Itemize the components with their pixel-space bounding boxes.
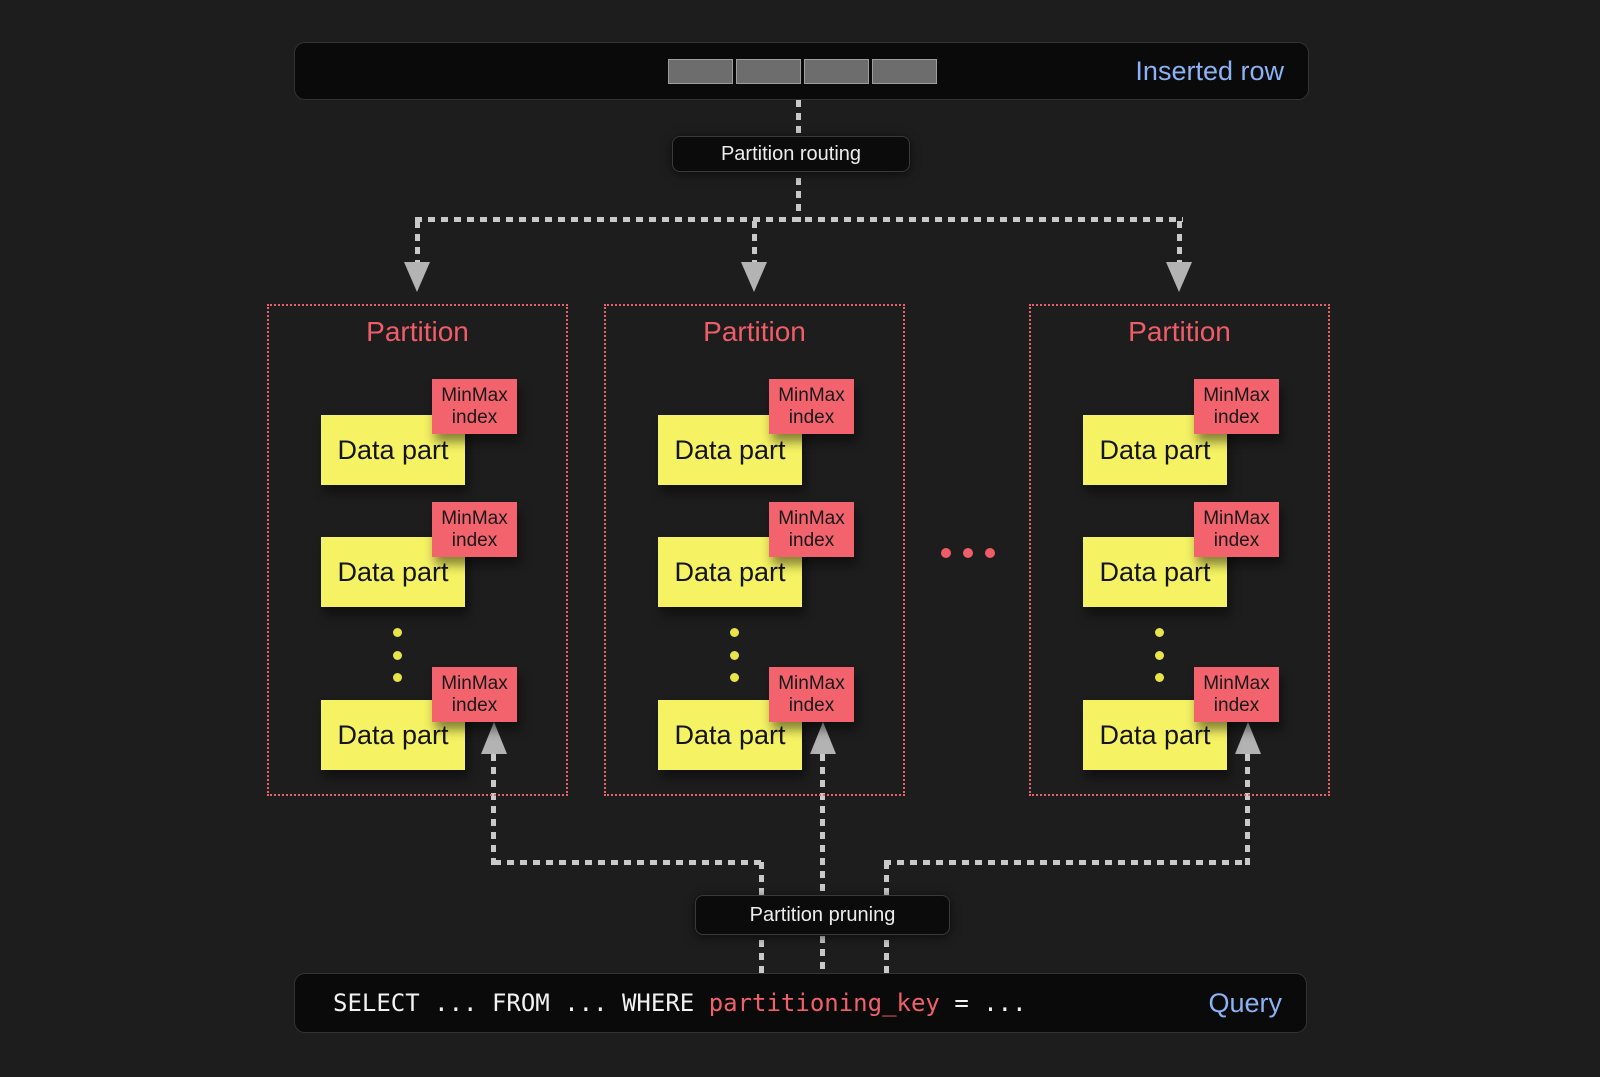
- more-parts-ellipsis-dot: [1155, 673, 1164, 682]
- query-label: Query: [1208, 987, 1282, 1018]
- pruning-line-left-up: [491, 754, 496, 866]
- inserted-row-bar: Inserted row: [294, 42, 1309, 100]
- more-parts-ellipsis-dot: [730, 673, 739, 682]
- row-segment: [736, 59, 801, 84]
- pruning-line-right-up: [1245, 754, 1250, 866]
- partition-box-2: Partition MinMax index Data part MinMax …: [604, 304, 905, 796]
- minmax-index-badge: MinMax index: [432, 667, 517, 722]
- more-parts-ellipsis-dot: [393, 673, 402, 682]
- branch-drop-left: [415, 221, 420, 264]
- partition-box-3: Partition MinMax index Data part MinMax …: [1029, 304, 1330, 796]
- partition-pruning-label: Partition pruning: [695, 895, 950, 935]
- inserted-row-label: Inserted row: [1135, 55, 1284, 86]
- sql-partitioning-key: partitioning_key: [708, 989, 940, 1017]
- inserted-row-segments: [668, 59, 937, 84]
- arrow-down-icon: [1166, 262, 1192, 292]
- more-parts-ellipsis-dot: [730, 628, 739, 637]
- arrow-up-icon: [1235, 722, 1261, 754]
- row-segment: [668, 59, 733, 84]
- query-bar: SELECT ... FROM ... WHERE partitioning_k…: [294, 973, 1307, 1033]
- pruning-line-right-horizontal: [884, 860, 1250, 865]
- minmax-index-badge: MinMax index: [432, 379, 517, 434]
- arrow-down-icon: [741, 262, 767, 292]
- branch-line: [415, 217, 1183, 222]
- more-partitions-ellipsis-dot: [963, 548, 973, 558]
- minmax-index-badge: MinMax index: [432, 502, 517, 557]
- partition-title: Partition: [703, 316, 806, 347]
- arrow-down-icon: [404, 262, 430, 292]
- sql-prefix: SELECT ... FROM ... WHERE: [333, 989, 709, 1017]
- minmax-index-badge: MinMax index: [1194, 667, 1279, 722]
- partition-title: Partition: [1128, 316, 1231, 347]
- arrow-up-icon: [481, 722, 507, 754]
- partition-box-1: Partition MinMax index Data part MinMax …: [267, 304, 568, 796]
- row-segment: [872, 59, 937, 84]
- row-segment: [804, 59, 869, 84]
- sql-suffix: = ...: [939, 989, 1027, 1017]
- data-part-box: Data part: [1083, 415, 1227, 485]
- more-parts-ellipsis-dot: [730, 651, 739, 660]
- data-part-box: Data part: [321, 700, 465, 770]
- pruning-line-left-horizontal: [494, 860, 764, 865]
- minmax-index-badge: MinMax index: [769, 502, 854, 557]
- arrow-up-icon: [810, 722, 836, 754]
- partition-routing-label: Partition routing: [672, 136, 910, 172]
- minmax-index-badge: MinMax index: [1194, 379, 1279, 434]
- minmax-index-badge: MinMax index: [1194, 502, 1279, 557]
- pruning-line-middle: [820, 754, 825, 974]
- more-parts-ellipsis-dot: [393, 628, 402, 637]
- more-partitions-ellipsis-dot: [941, 548, 951, 558]
- partition-title: Partition: [366, 316, 469, 347]
- more-parts-ellipsis-dot: [393, 651, 402, 660]
- branch-drop-right: [1177, 221, 1182, 264]
- branch-drop-middle: [752, 221, 757, 264]
- more-parts-ellipsis-dot: [1155, 651, 1164, 660]
- minmax-index-badge: MinMax index: [769, 379, 854, 434]
- more-partitions-ellipsis-dot: [985, 548, 995, 558]
- more-parts-ellipsis-dot: [1155, 628, 1164, 637]
- sql-query-text: SELECT ... FROM ... WHERE partitioning_k…: [333, 974, 1027, 1032]
- minmax-index-badge: MinMax index: [769, 667, 854, 722]
